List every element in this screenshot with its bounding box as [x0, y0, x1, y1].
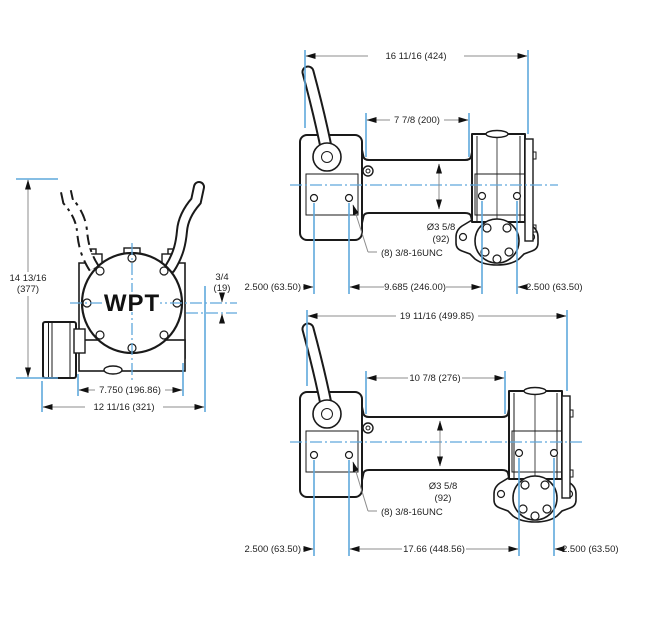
- dim-short-hole-spacing: 2.500 (63.50) 9.685 (246.00) 2.500 (63.5…: [244, 201, 583, 294]
- dim-label-short-body: 7 7/8 (200): [394, 115, 440, 126]
- dim-label-long-body: 10 7/8 (276): [409, 373, 460, 384]
- dim-label-long-span: 17.66 (448.56): [403, 544, 465, 555]
- dim-label-short-bore-mm: (92): [433, 234, 450, 245]
- dim-label-front-overall-width: 12 11/16 (321): [93, 402, 154, 413]
- dim-long-tap-note: (8) 3/8-16UNC: [352, 461, 443, 518]
- dim-front-mount-width: 7.750 (196.86): [77, 363, 184, 396]
- long-mount-plates: [305, 430, 563, 473]
- short-lever-boss: [312, 142, 342, 172]
- side-view-long: 19 11/16 (499.85) 10 7/8 (276) Ø3 5/8 (9…: [244, 310, 619, 556]
- dim-label-front-offset-mm: (19): [214, 283, 231, 294]
- dim-long-hole-spacing: 2.500 (63.50) 17.66 (448.56) 2.500 (63.5…: [244, 458, 619, 556]
- dim-label-short-span: 9.685 (246.00): [384, 282, 446, 293]
- short-right-block: [471, 129, 537, 264]
- dim-short-body-length: 7 7/8 (200): [365, 113, 470, 157]
- dim-label-long-overall: 19 11/16 (499.85): [400, 311, 474, 322]
- dim-label-long-bore: Ø3 5/8: [429, 481, 458, 492]
- drain-plug: [103, 365, 123, 375]
- lever-phantom: [59, 185, 100, 272]
- dim-label-long-right-offset: 2.500 (63.50): [562, 544, 619, 555]
- dim-label-short-tap: (8) 3/8-16UNC: [381, 248, 443, 259]
- dim-label-short-bore: Ø3 5/8: [427, 222, 456, 233]
- side-view-short: 16 11/16 (424) 7 7/8 (200) Ø3 5/8 (92) (…: [244, 50, 583, 294]
- front-view: WPT 14 13/16 (377) 3/4 (19) 7.750 (196.8…: [10, 178, 237, 413]
- long-shaft: [361, 406, 511, 481]
- brand-mask: [104, 292, 160, 312]
- dim-label-short-overall: 16 11/16 (424): [385, 51, 446, 62]
- brand-label: WPT: [104, 290, 160, 317]
- dim-long-bore: Ø3 5/8 (92): [429, 420, 458, 504]
- dim-short-bore: Ø3 5/8 (92): [427, 163, 456, 245]
- dim-short-tap-note: (8) 3/8-16UNC: [352, 204, 443, 259]
- dim-label-short-right-offset: 2.500 (63.50): [526, 282, 583, 293]
- short-shaft: [361, 149, 474, 224]
- short-mount-plates: [305, 173, 526, 216]
- dim-long-overall-length: 19 11/16 (499.85): [306, 310, 568, 391]
- dim-label-front-offset: 3/4: [215, 272, 228, 283]
- dim-label-short-left-offset: 2.500 (63.50): [244, 282, 301, 293]
- dim-front-overall-width: 12 11/16 (321): [41, 286, 206, 413]
- long-right-block: [508, 386, 574, 521]
- dim-front-offset: 3/4 (19): [214, 272, 231, 324]
- long-lever-boss: [312, 399, 342, 429]
- dim-front-overall-height: 14 13/16 (377): [10, 178, 58, 379]
- dim-label-front-height-mm: (377): [17, 284, 39, 295]
- dim-label-front-mount-width: 7.750 (196.86): [99, 385, 161, 396]
- dim-label-long-tap: (8) 3/8-16UNC: [381, 507, 443, 518]
- dim-long-body-length: 10 7/8 (276): [365, 371, 506, 414]
- dim-label-long-left-offset: 2.500 (63.50): [244, 544, 301, 555]
- dim-short-overall-length: 16 11/16 (424): [304, 50, 529, 134]
- lever-front: [164, 181, 205, 274]
- dim-label-front-height: 14 13/16: [10, 273, 47, 284]
- dim-label-long-bore-mm: (92): [435, 493, 452, 504]
- inlet-cylinder: [42, 321, 86, 379]
